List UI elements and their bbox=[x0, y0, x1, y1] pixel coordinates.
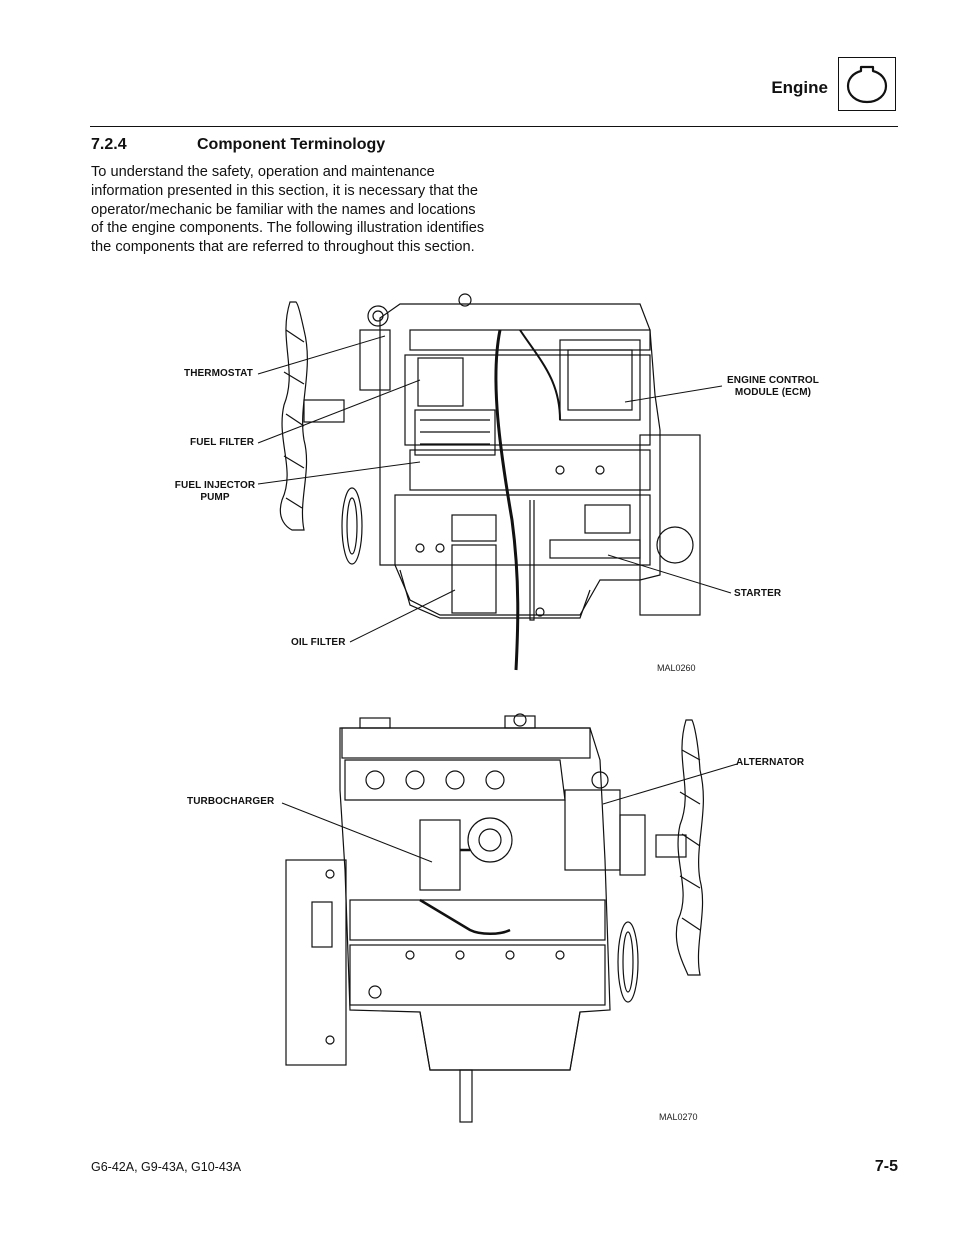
footer-model-numbers: G6-42A, G9-43A, G10-43A bbox=[91, 1160, 242, 1174]
label-ecm-line2: MODULE (ECM) bbox=[734, 387, 812, 398]
label-oil-filter: OIL FILTER bbox=[291, 637, 346, 648]
engine-icon bbox=[838, 57, 896, 111]
section-header-title: Engine bbox=[771, 78, 828, 97]
label-ecm-line1: ENGINE CONTROL bbox=[727, 375, 819, 386]
label-fuel-filter: FUEL FILTER bbox=[190, 437, 255, 448]
page-number: 7-5 bbox=[874, 1158, 898, 1175]
label-thermostat: THERMOSTAT bbox=[184, 368, 253, 379]
label-fuel-injector-pump-line1: FUEL INJECTOR bbox=[174, 480, 256, 491]
section-title: Component Terminology bbox=[197, 136, 386, 153]
header-rule bbox=[90, 126, 898, 127]
intro-paragraph: To understand the safety, operation and … bbox=[91, 164, 485, 256]
figure-code: MAL0260 bbox=[657, 663, 696, 673]
section-number: 7.2.4 bbox=[91, 136, 127, 153]
figure-code: MAL0270 bbox=[659, 1112, 698, 1122]
label-alternator: ALTERNATOR bbox=[736, 757, 805, 768]
label-fuel-injector-pump: FUEL INJECTOR PUMP bbox=[170, 480, 260, 504]
label-fuel-injector-pump-line2: PUMP bbox=[200, 492, 230, 503]
label-ecm: ENGINE CONTROL MODULE (ECM) bbox=[718, 375, 828, 399]
label-turbocharger: TURBOCHARGER bbox=[187, 796, 275, 807]
label-starter: STARTER bbox=[734, 588, 782, 599]
